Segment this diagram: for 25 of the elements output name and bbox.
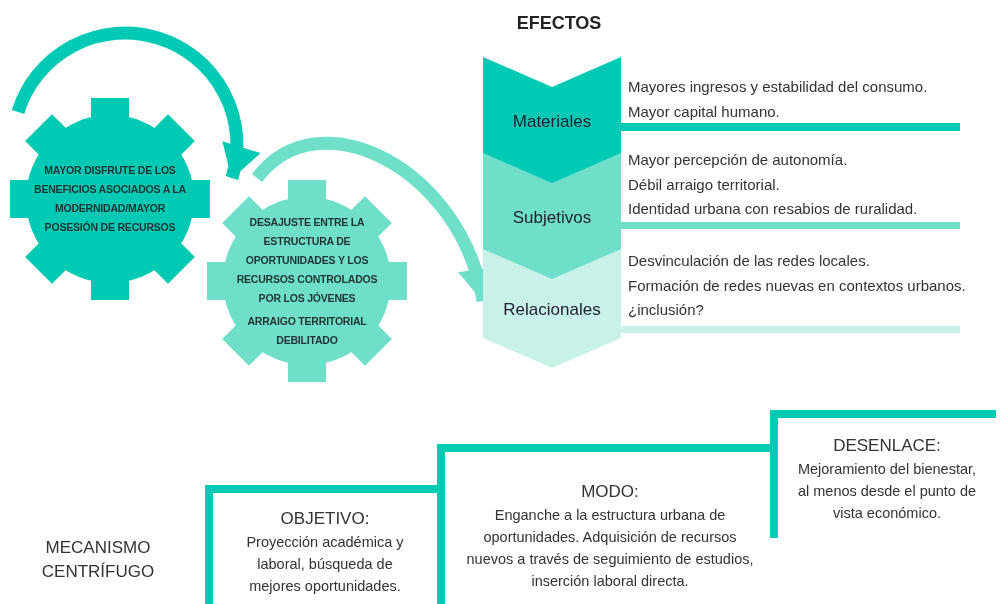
step-title: DESENLACE: [833,435,941,457]
effect-text: Identidad urbana con resabios de ruralidad. [628,199,918,219]
effect-text: Mayor capital humano. [628,101,781,122]
curved-arrow [11,26,259,180]
category-label: Relacionales [503,299,601,320]
effect-text: Mayores ingresos y estabilidad del consumo. [628,77,928,97]
gear-label: DESAJUSTE ENTRE LA ESTRUCTURA DE OPORTUNIDADES Y LOS RECURSOS CONTROLADOS POR LOS JÓVENES [235,214,379,306]
side-label: MECANISMO CENTRÍFUGO [40,537,156,583]
effect-text: Formación de redes nuevas en contextos urbanos. [628,275,966,296]
step-description: Proyección académica y laboral, búsqueda de mejores oportunidades. [245,533,405,596]
section-heading: EFECTOS [515,13,603,34]
step-title: OBJETIVO: [280,508,370,530]
gear-label: MAYOR DISFRUTE DE LOS BENEFICIOS ASOCIADOS A LA MODERNIDAD/MAYOR POSESIÓN DE RECURSOS [34,163,186,235]
effect-text: ¿inclusión? [628,300,705,320]
effect-text: Desvinculación de las redes locales. [628,251,871,271]
step-title: MODO: [581,481,639,503]
step-bracket [205,485,437,604]
step-description: Mejoramiento del bienestar, al menos desde el punto de vista económico. [796,460,978,523]
effect-text: Débil arraigo territorial. [628,174,781,195]
category-label: Materiales [512,112,592,132]
category-label: Subjetivos [512,207,592,228]
gear-label: ARRAIGO TERRITORIAL DEBILITADO [246,313,368,348]
effect-text: Mayor percepción de autonomía. [628,150,849,170]
step-description: Enganche a la estructura urbana de oportunidades. Adquisición de recursos nuevos a través de seguimiento de estudios, inserción laboral directa. [465,506,755,591]
step-bracket [770,410,996,538]
